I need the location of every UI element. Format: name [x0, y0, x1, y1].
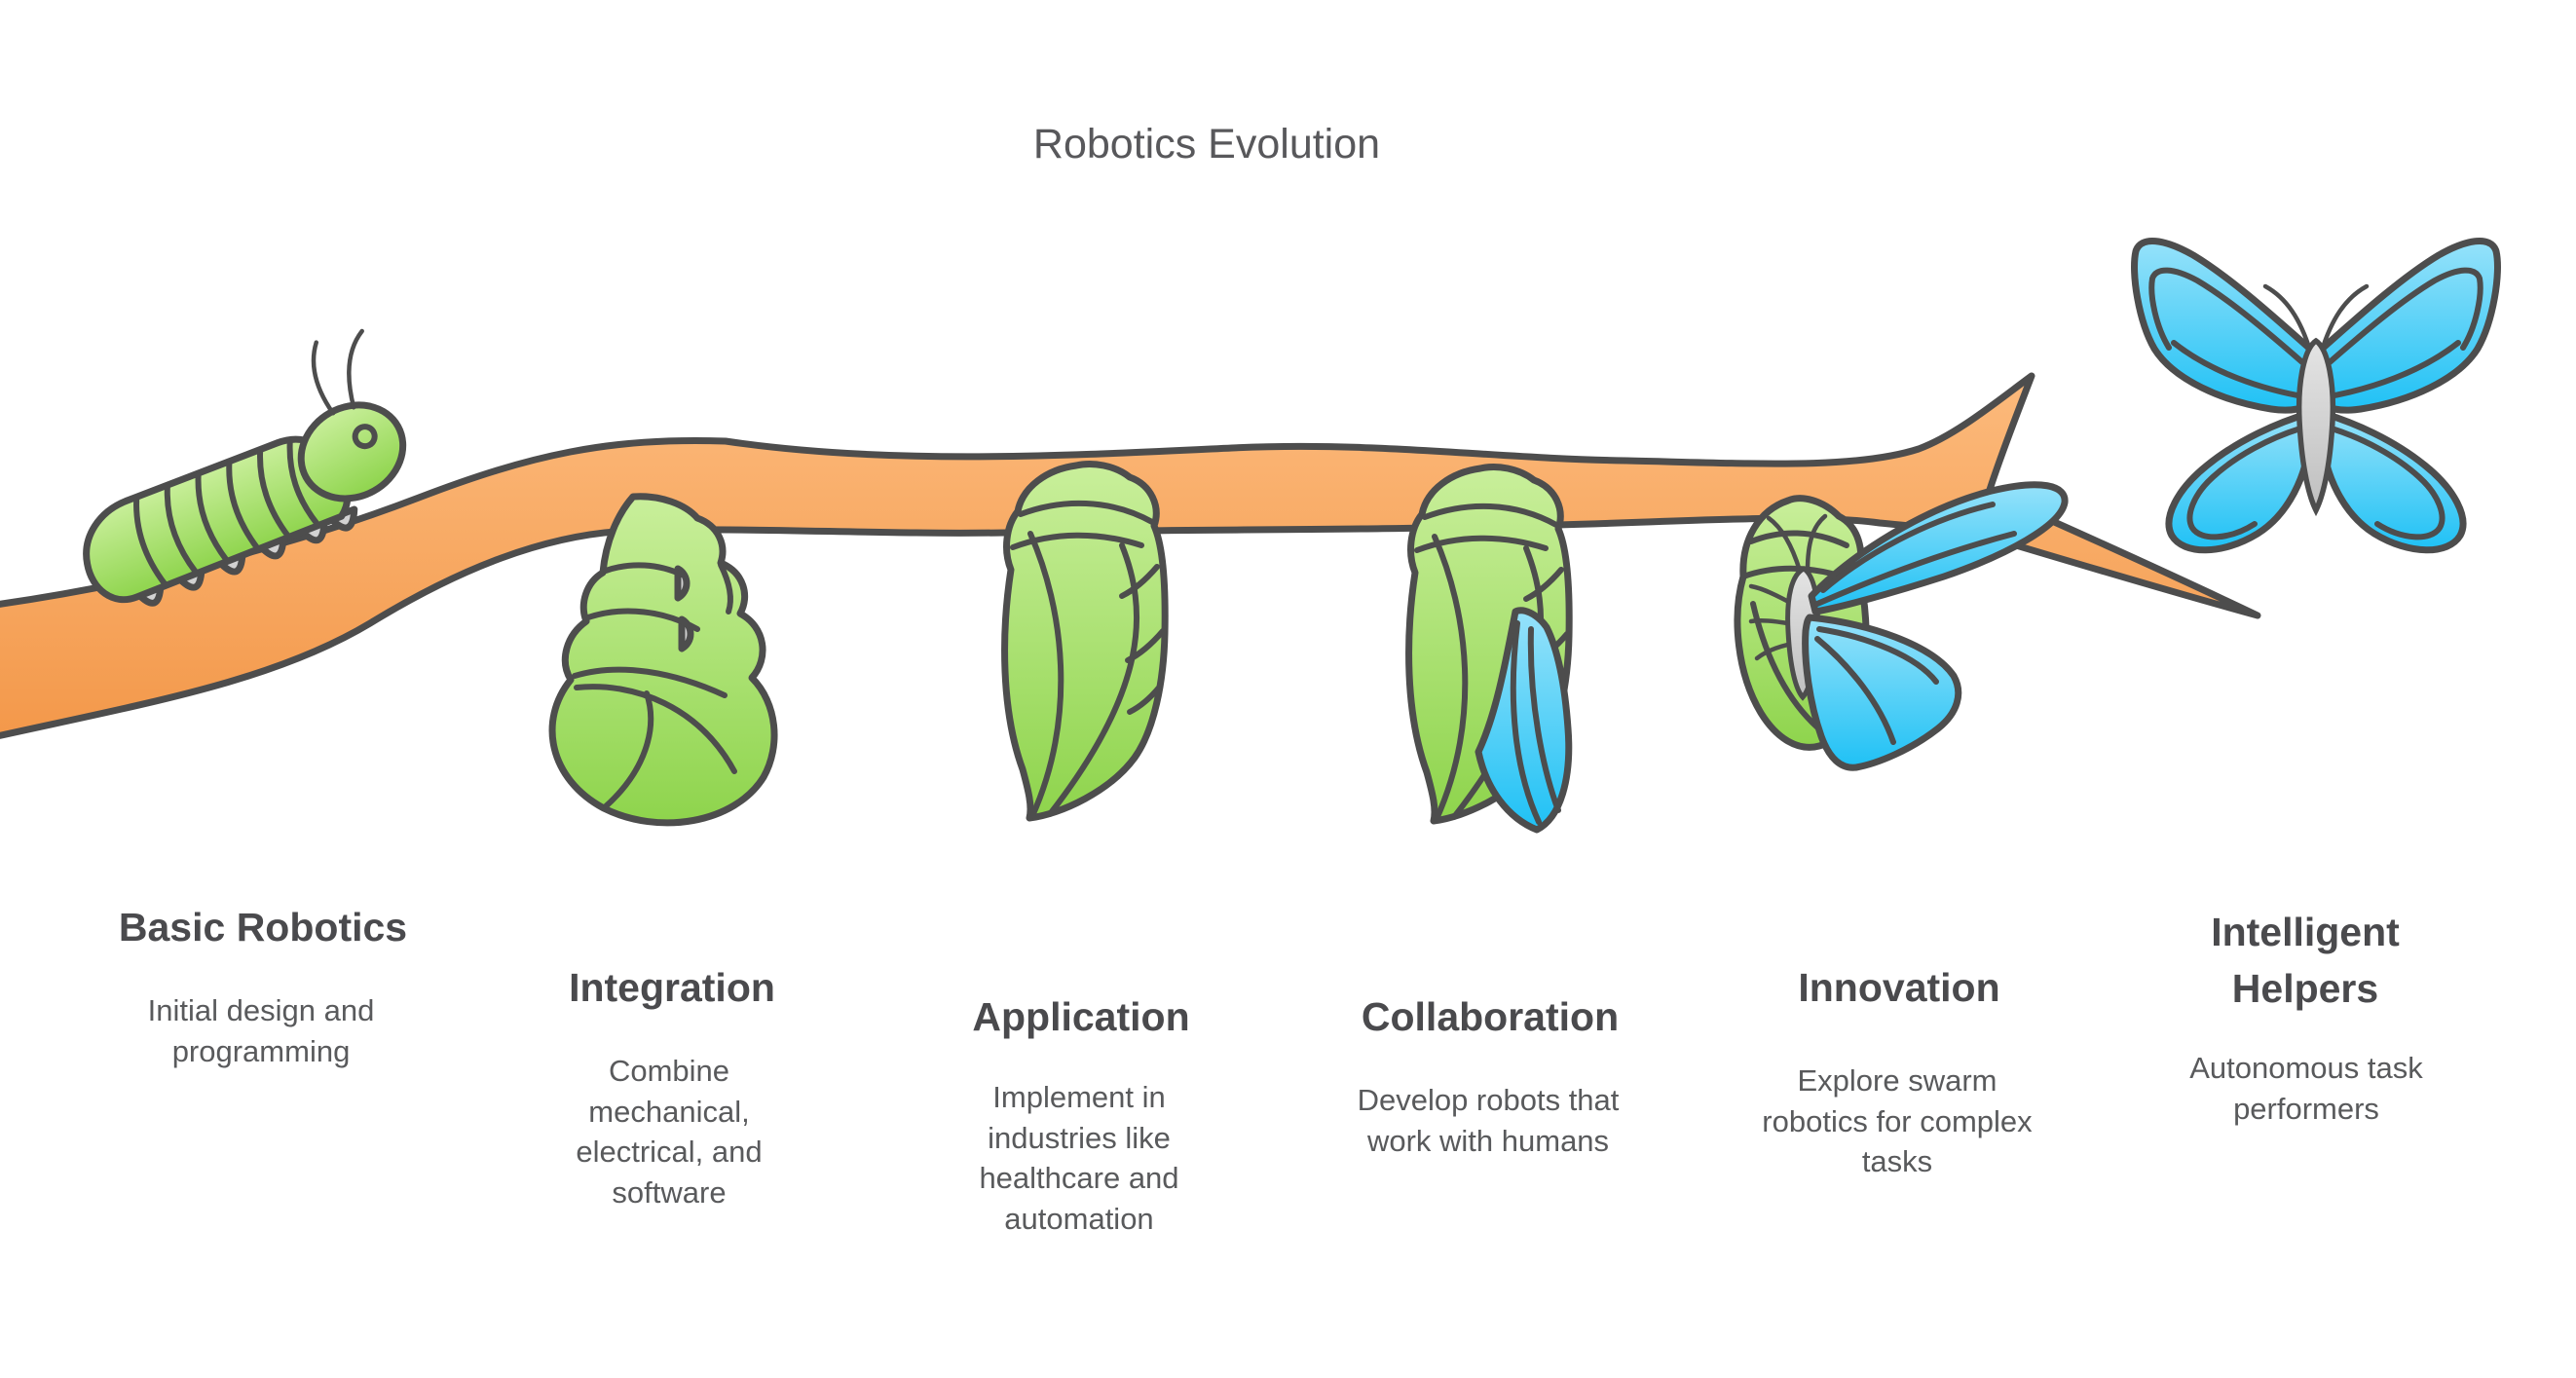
- stage-heading-intelligent-helpers: Intelligent Helpers: [2211, 910, 2400, 1012]
- caterpillar-illustration: [83, 328, 407, 607]
- antenna-icon: [1805, 513, 1828, 574]
- upper-wing: [1808, 481, 2069, 615]
- stage-description-innovation: Explore swarm robotics for complex tasks: [1762, 1063, 2033, 1179]
- stage-description-intelligent-helpers: Autonomous task performers: [2189, 1051, 2423, 1126]
- stage-description-collaboration: Develop robots that work with humans: [1357, 1083, 1620, 1158]
- caterpillar-eye: [352, 424, 378, 450]
- antenna-icon: [311, 340, 336, 416]
- butterfly-illustration: [2131, 237, 2498, 554]
- butterfly-body: [2296, 337, 2336, 517]
- chrysalis-illustration: [1001, 461, 1169, 822]
- antenna-icon: [2262, 283, 2313, 354]
- lower-wing: [1802, 614, 1962, 771]
- antenna-icon: [1766, 515, 1803, 574]
- stage-heading-basic-robotics: Basic Robotics: [118, 905, 408, 950]
- stage-description-basic-robotics: Initial design and programming: [147, 993, 375, 1068]
- stage-heading-application: Application: [972, 994, 1190, 1039]
- stage-heading-innovation: Innovation: [1798, 965, 2000, 1010]
- emerging-blue-wing: [1475, 607, 1573, 834]
- stage-heading-integration: Integration: [569, 965, 775, 1010]
- butterfly-wings: [2131, 237, 2316, 554]
- caterpillar-head: [297, 328, 407, 503]
- antenna-icon: [2319, 283, 2370, 354]
- chrysalis-emerging-wing-illustration: [1409, 467, 1573, 834]
- stage-description-integration: Combine mechanical, electrical, and soft…: [576, 1054, 763, 1210]
- page-title: Robotics Evolution: [1032, 121, 1381, 168]
- emerging-butterfly-illustration: [1734, 481, 2069, 771]
- prepupa-illustration: [548, 493, 778, 827]
- branch-illustration: [0, 372, 2261, 739]
- stage-heading-collaboration: Collaboration: [1361, 994, 1620, 1039]
- antenna-icon: [347, 328, 364, 410]
- stage-description-application: Implement in industries like healthcare …: [979, 1080, 1179, 1236]
